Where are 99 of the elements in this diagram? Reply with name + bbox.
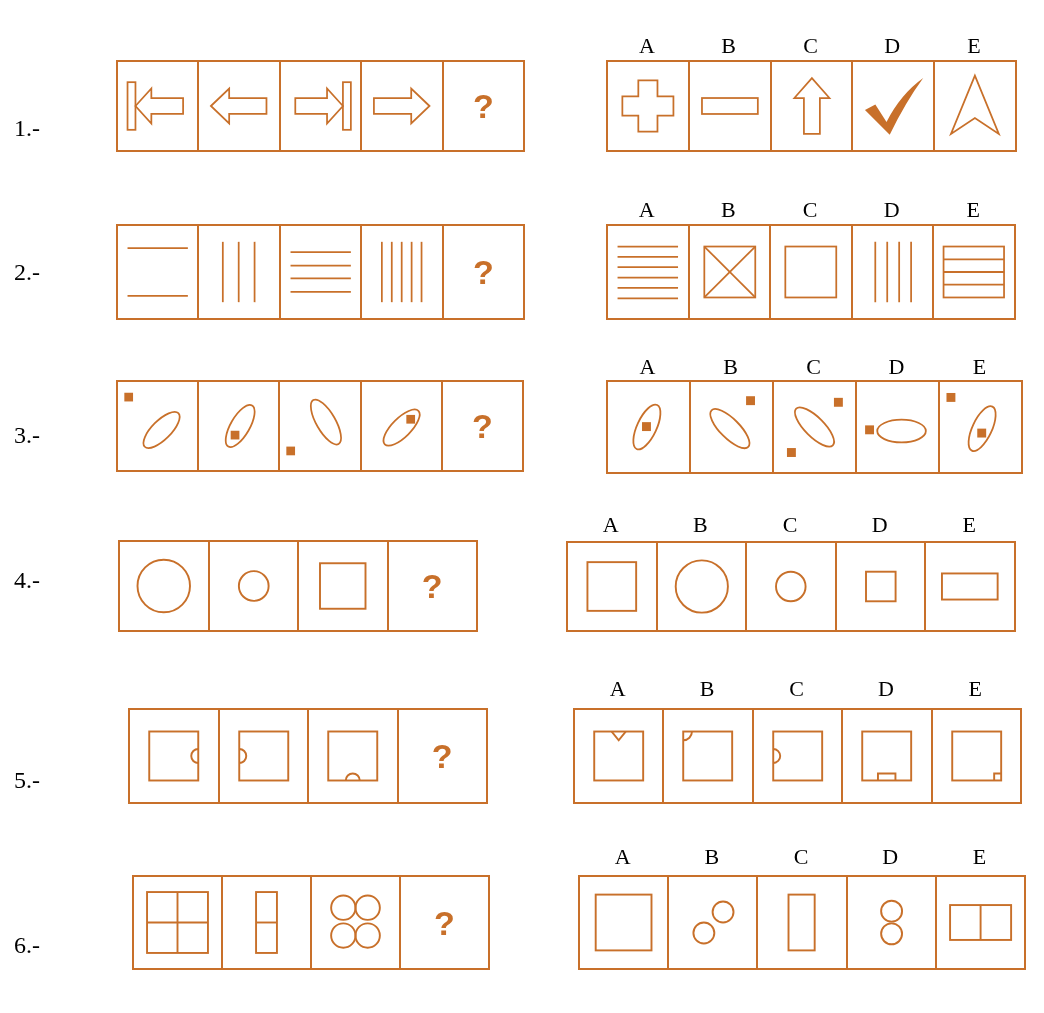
puzzle-cell	[310, 875, 401, 970]
puzzle-cell	[441, 224, 525, 320]
option-letter: A	[602, 514, 619, 536]
puzzle-cell	[932, 224, 1016, 320]
option-letter: B	[699, 678, 715, 700]
puzzle-cell	[116, 224, 200, 320]
puzzle-cell	[297, 540, 389, 632]
option-letter: A	[609, 678, 626, 700]
option-letter: D	[871, 514, 888, 536]
puzzle-cell	[566, 541, 658, 632]
puzzle-cell	[938, 380, 1023, 474]
option-letter: C	[793, 846, 809, 868]
puzzle-cell	[689, 380, 774, 474]
question-number: 1.-	[14, 116, 40, 140]
puzzle-cell	[606, 224, 690, 320]
puzzle-cell	[933, 60, 1017, 152]
puzzle-cell	[606, 60, 690, 152]
option-letter: C	[803, 35, 818, 57]
option-letter: A	[638, 199, 655, 221]
option-letter: B	[704, 846, 720, 868]
puzzle-cell	[116, 380, 200, 472]
option-letter: D	[888, 356, 905, 378]
puzzle-cell	[278, 224, 363, 320]
question-number: 2.-	[14, 260, 40, 284]
puzzle-cell	[573, 708, 665, 804]
question-mark: ?	[471, 86, 495, 126]
puzzle-cell	[128, 708, 220, 804]
puzzle-cell	[834, 541, 927, 632]
puzzle-cell	[855, 380, 940, 474]
puzzle-cell	[578, 875, 670, 970]
question-number: 4.-	[14, 568, 40, 592]
puzzle-cell	[217, 708, 309, 804]
puzzle-cell	[662, 708, 754, 804]
puzzle-cell	[850, 224, 935, 320]
puzzle-cell	[745, 541, 837, 632]
option-letter: C	[802, 199, 818, 221]
puzzle-cell	[386, 540, 478, 632]
question-number: 3.-	[14, 423, 40, 447]
puzzle-cell	[278, 60, 363, 152]
puzzle-cell	[772, 380, 857, 474]
puzzle-cell	[930, 708, 1022, 804]
puzzle-cell	[441, 60, 525, 152]
puzzle-cell	[756, 875, 848, 970]
puzzle-cell	[687, 224, 772, 320]
question-mark: ?	[471, 406, 494, 446]
option-letter: A	[638, 35, 655, 57]
puzzle-cell	[132, 875, 223, 970]
puzzle-cell	[606, 380, 691, 474]
puzzle-cell	[769, 60, 854, 152]
puzzle-cell	[116, 60, 200, 152]
puzzle-cell	[667, 875, 759, 970]
option-letter: C	[789, 678, 804, 700]
puzzle-cell	[934, 875, 1026, 970]
option-letter: D	[883, 199, 900, 221]
puzzle-cell	[197, 380, 281, 472]
puzzle-cell	[851, 60, 936, 152]
puzzle-cell	[655, 541, 748, 632]
puzzle-cell	[924, 541, 1016, 632]
option-letter: A	[639, 356, 656, 378]
option-letter: E	[962, 514, 976, 536]
question-mark: ?	[430, 736, 454, 776]
puzzle-cell	[687, 60, 772, 152]
puzzle-cell	[751, 708, 844, 804]
question-mark: ?	[471, 252, 495, 292]
question-number: 5.-	[14, 768, 40, 792]
option-letter: E	[972, 846, 987, 868]
puzzle-cell	[360, 60, 444, 152]
puzzle-cell	[359, 380, 443, 472]
puzzle-cell	[440, 380, 524, 472]
option-letter: E	[967, 35, 981, 57]
puzzle-cell	[841, 708, 933, 804]
option-letter: C	[782, 514, 798, 536]
option-letter: B	[721, 199, 736, 221]
option-letter: B	[693, 514, 708, 536]
option-letter: D	[877, 678, 894, 700]
option-letter: B	[723, 356, 738, 378]
puzzle-cell	[197, 60, 281, 152]
puzzle-cell	[118, 540, 210, 632]
question-mark: ?	[420, 566, 444, 606]
option-letter: D	[884, 35, 901, 57]
puzzle-cell	[769, 224, 853, 320]
puzzle-cell	[221, 875, 312, 970]
puzzle-cell	[307, 708, 399, 804]
puzzle-cell	[207, 540, 299, 632]
option-letter: E	[972, 356, 987, 378]
option-letter: C	[806, 356, 821, 378]
option-letter: A	[614, 846, 631, 868]
puzzle-cell	[845, 875, 937, 970]
puzzle-cell	[396, 708, 488, 804]
puzzle-cell	[399, 875, 490, 970]
puzzle-cell	[360, 224, 444, 320]
puzzle-cell	[278, 380, 362, 472]
question-mark: ?	[433, 903, 456, 942]
option-letter: D	[882, 846, 899, 868]
question-number: 6.-	[14, 933, 40, 957]
option-letter: B	[721, 35, 737, 57]
option-letter: E	[966, 199, 980, 221]
option-letter: E	[968, 678, 982, 700]
puzzle-cell	[197, 224, 281, 320]
